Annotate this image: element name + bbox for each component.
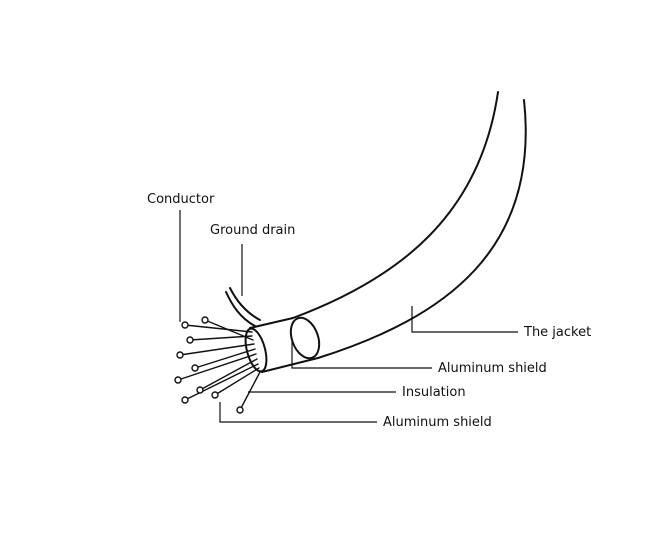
shield-sleeve-end bbox=[244, 327, 268, 373]
wire bbox=[179, 343, 255, 356]
conductor-tip bbox=[181, 321, 189, 329]
shield-sleeve-top bbox=[249, 317, 294, 329]
ground-drain-wire-2 bbox=[225, 291, 256, 327]
conductor-tip bbox=[181, 396, 189, 404]
wire bbox=[184, 324, 253, 333]
conductor-tip bbox=[196, 386, 204, 394]
leader-aluminum-shield-inner bbox=[219, 402, 377, 423]
conductor-tips bbox=[174, 316, 244, 414]
label-aluminum-shield-outer: Aluminum shield bbox=[438, 361, 547, 376]
conductor-tip bbox=[174, 376, 182, 384]
shield-sleeve-bottom bbox=[261, 357, 319, 373]
ground-drain-wire bbox=[229, 287, 261, 321]
label-ground-drain: Ground drain bbox=[210, 223, 296, 238]
conductor-tip bbox=[176, 351, 184, 359]
conductor-tip bbox=[186, 336, 194, 344]
leader-jacket bbox=[411, 306, 518, 333]
wire bbox=[239, 371, 261, 411]
conductor-tip bbox=[201, 316, 209, 324]
wire bbox=[214, 367, 260, 396]
wire bbox=[204, 319, 254, 341]
jacket-bottom-edge bbox=[317, 99, 527, 359]
label-jacket: The jacket bbox=[524, 325, 592, 340]
conductor-tip bbox=[211, 391, 219, 399]
label-aluminum-shield-inner: Aluminum shield bbox=[383, 415, 492, 430]
conductor-tip bbox=[236, 406, 244, 414]
wire bbox=[194, 348, 256, 369]
jacket-top-edge bbox=[292, 91, 499, 319]
label-conductor: Conductor bbox=[147, 192, 215, 207]
leader-aluminum-shield-outer bbox=[291, 342, 432, 369]
jacket-end-face bbox=[289, 316, 321, 360]
wire bbox=[177, 353, 257, 381]
wire bbox=[184, 363, 259, 401]
wire bbox=[189, 335, 253, 341]
leader-lines bbox=[179, 210, 518, 423]
wire bbox=[199, 358, 258, 391]
conductor-bundle bbox=[177, 319, 261, 411]
label-insulation: Insulation bbox=[402, 385, 466, 400]
conductor-tip bbox=[191, 364, 199, 372]
